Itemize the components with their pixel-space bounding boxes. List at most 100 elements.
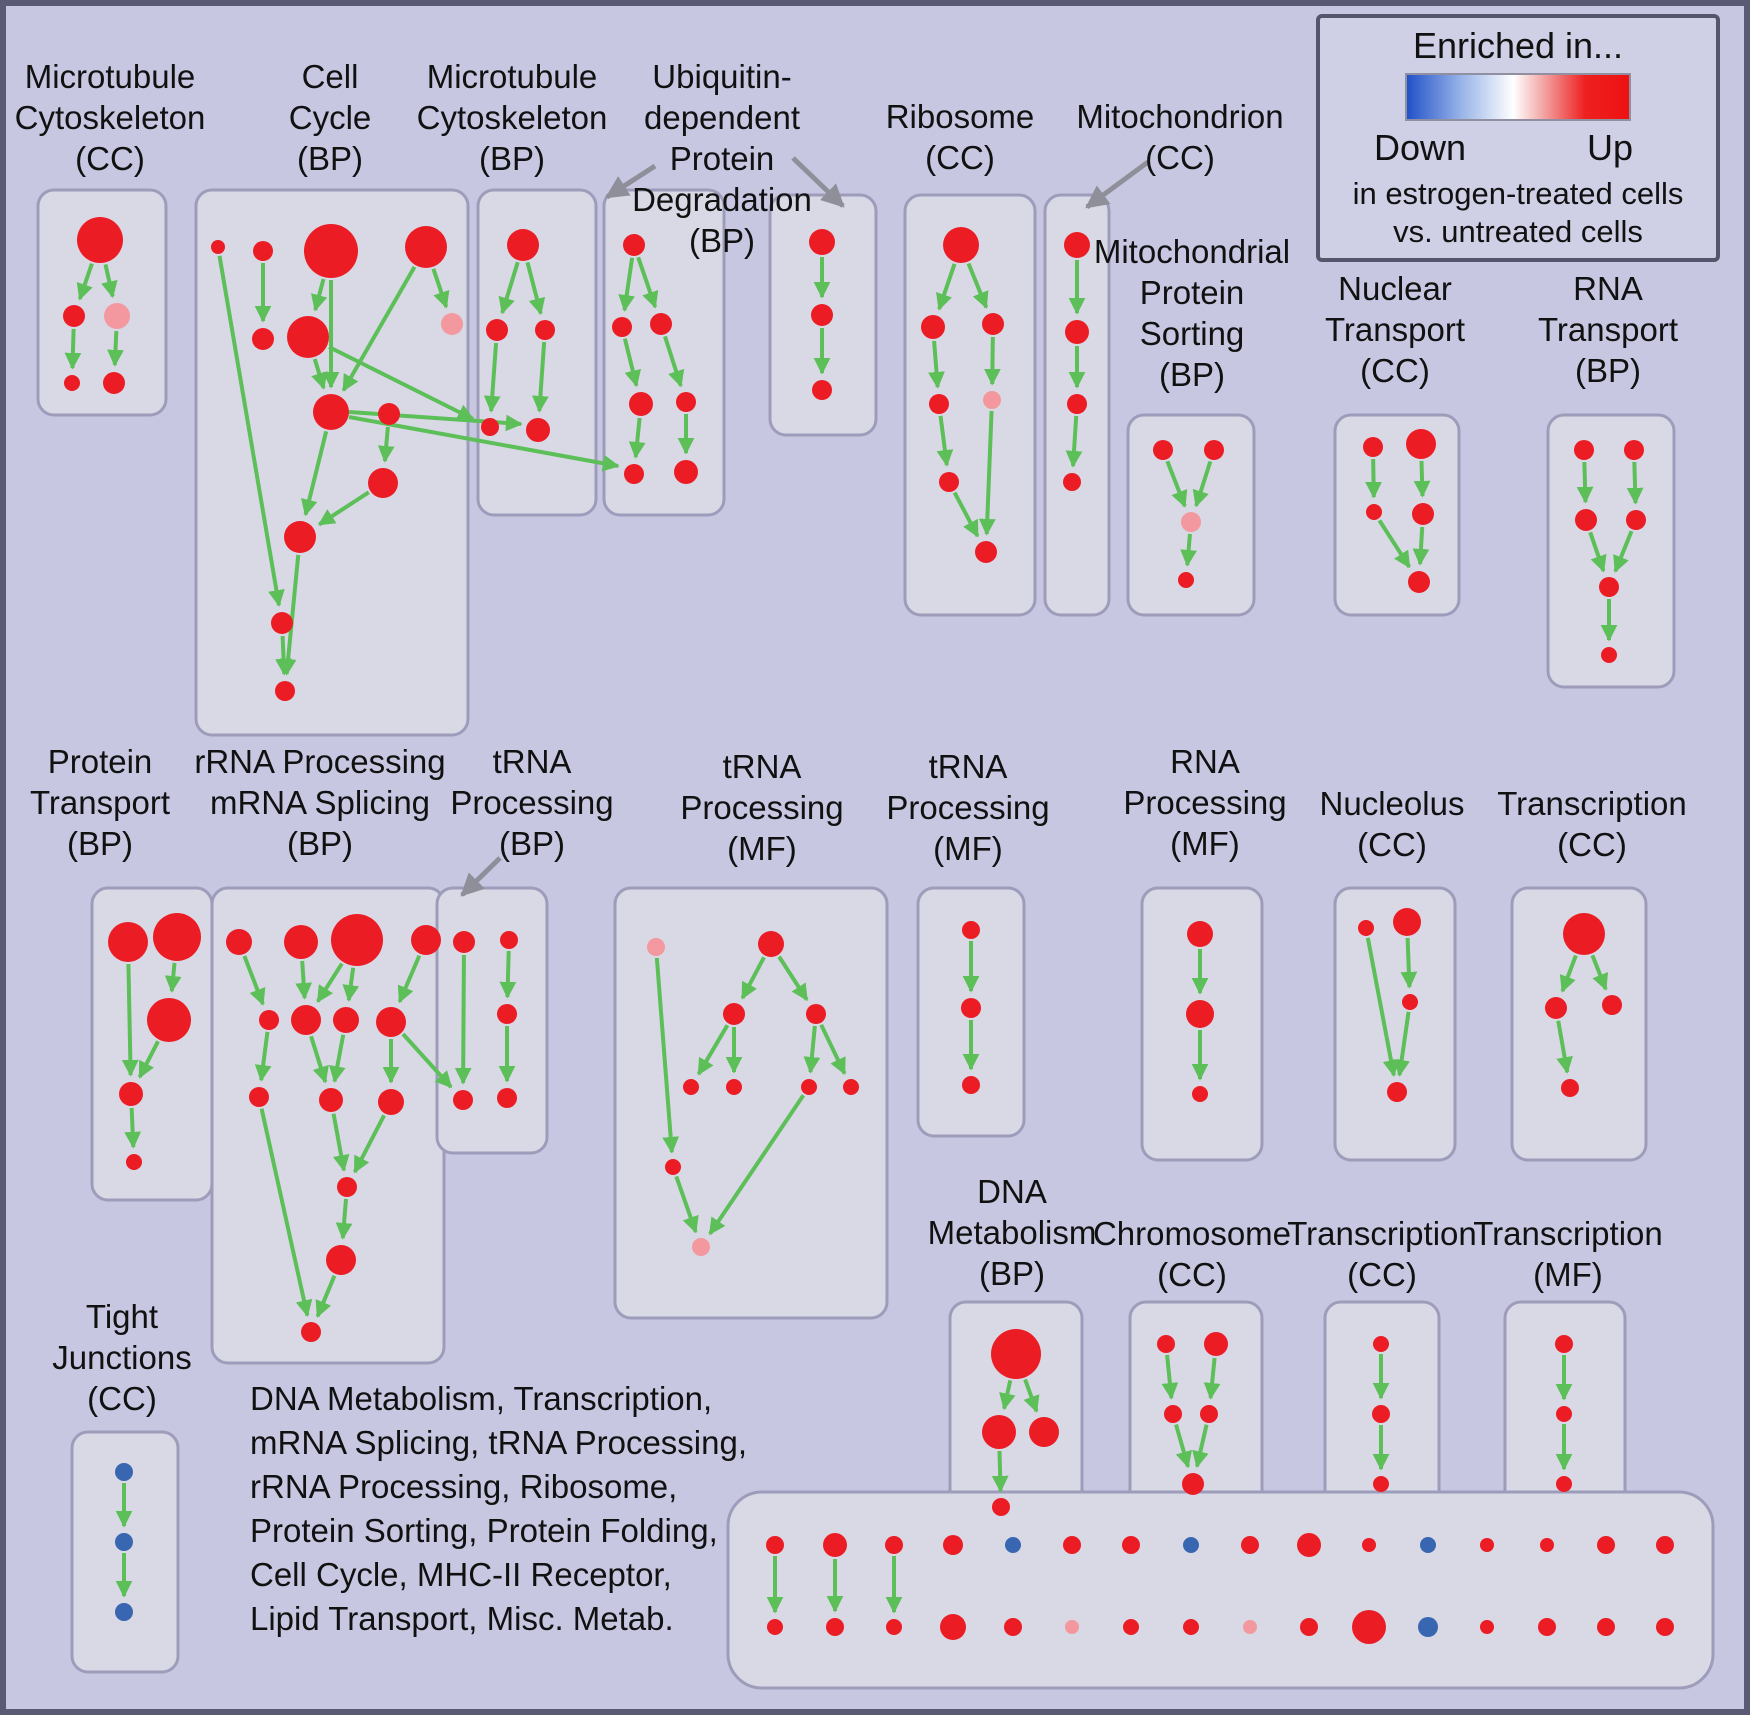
edge-mitochondrial-protein-sorting-bp — [1180, 533, 1197, 567]
node-nuclear-transport-cc — [1406, 429, 1436, 459]
edge-chromosome-cc — [1161, 1354, 1179, 1400]
node-mitochondrion-cc — [1064, 232, 1090, 258]
node-mixed-functions-strip — [940, 1614, 966, 1640]
node-microtubule-cytoskeleton-cc — [104, 303, 130, 329]
node-rna-transport-bp — [1574, 440, 1594, 460]
node-cell-cycle-bp — [378, 403, 400, 425]
node-ubiquitin-protein-degradation-bp — [624, 464, 644, 484]
node-cell-cycle-bp — [253, 241, 273, 261]
node-rrna-processing-mrna-splicing-bp — [291, 1005, 321, 1035]
edge-rrna-processing-mrna-splicing-bp — [309, 1035, 329, 1084]
node-ubiquitin-protein-degradation-bp — [612, 317, 632, 337]
node-mixed-functions-strip — [767, 1619, 783, 1635]
edge-rrna-processing-mrna-splicing-bp — [397, 954, 422, 1004]
node-ubiquitin-protein-degradation-bp — [629, 392, 653, 416]
edge-trna-processing-mf-1 — [708, 1094, 806, 1236]
node-trna-processing-bp — [453, 1090, 473, 1110]
node-mitochondrial-protein-sorting-bp — [1204, 440, 1224, 460]
node-rna-transport-bp — [1624, 440, 1644, 460]
edge-rrna-processing-mrna-splicing-bp — [353, 1114, 386, 1174]
node-trna-processing-bp — [497, 1088, 517, 1108]
edge-trna-processing-mf-1 — [803, 1025, 821, 1074]
node-mitochondrial-protein-sorting-bp — [1153, 440, 1173, 460]
node-microtubule-cytoskeleton-cc — [64, 375, 80, 391]
node-nuclear-transport-cc — [1408, 571, 1430, 593]
edge-mitochondrion-cc — [1065, 415, 1083, 468]
edge-ubiquitin-protein-degradation-bp — [663, 335, 685, 388]
edge-mitochondrial-protein-sorting-bp — [1165, 460, 1188, 508]
node-protein-transport-bp — [126, 1154, 142, 1170]
edge-rna-transport-bp — [1613, 530, 1634, 573]
node-cell-cycle-bp — [284, 521, 316, 553]
node-rrna-processing-mrna-splicing-bp — [226, 929, 252, 955]
edge-microtubule-cytoskeleton-bp — [532, 341, 549, 413]
edge-cell-cycle-bp — [431, 268, 450, 309]
edge-nucleolus-cc — [1393, 1011, 1411, 1077]
node-transcription-cc-2 — [1372, 1405, 1390, 1423]
node-trna-processing-mf-1 — [665, 1159, 681, 1175]
node-nucleolus-cc — [1387, 1082, 1407, 1102]
cluster-label-transcription-cc-1: Transcription(CC) — [1497, 785, 1687, 863]
edge-rrna-processing-mrna-splicing-bp — [295, 960, 313, 1000]
edge-dna-metabolism-bp — [999, 1379, 1016, 1411]
node-ribosome-cc — [943, 227, 979, 263]
node-microtubule-cytoskeleton-bp — [481, 418, 499, 436]
label-pointer-arrow — [460, 856, 502, 897]
edge-microtubule-cytoskeleton-bp — [525, 261, 546, 316]
node-mixed-functions-strip — [1362, 1538, 1376, 1552]
node-mitochondrial-protein-sorting-bp — [1181, 512, 1201, 532]
node-rrna-processing-mrna-splicing-bp — [411, 925, 441, 955]
node-rrna-processing-mrna-splicing-bp — [378, 1089, 404, 1115]
legend: Enriched in... Down Up in estrogen-treat… — [1316, 14, 1720, 262]
node-trna-processing-mf-2 — [962, 921, 980, 939]
node-rrna-processing-mrna-splicing-bp — [319, 1088, 343, 1112]
node-chromosome-cc — [1204, 1332, 1228, 1356]
edge-cell-cycle-bp — [275, 635, 292, 676]
edge-dna-metabolism-bp — [1023, 1378, 1040, 1413]
edge-ribosome-cc — [936, 263, 957, 311]
edge-trna-processing-mf-1 — [819, 1023, 847, 1075]
node-protein-transport-bp — [119, 1082, 143, 1106]
node-mixed-functions-strip — [943, 1535, 963, 1555]
cluster-label-mitochondrion-cc: Mitochondrion(CC) — [1076, 98, 1283, 176]
edge-rrna-processing-mrna-splicing-bp — [259, 1108, 313, 1318]
edge-cell-cycle-bp — [311, 358, 328, 390]
edge-cell-cycle-bp — [311, 278, 328, 312]
node-rrna-processing-mrna-splicing-bp — [331, 914, 383, 966]
cross-cluster-edge — [348, 415, 620, 472]
node-trna-processing-mf-1 — [801, 1079, 817, 1095]
node-rna-processing-mf — [1192, 1086, 1208, 1102]
edge-protein-transport-bp — [137, 1040, 160, 1079]
node-microtubule-cytoskeleton-bp — [486, 319, 508, 341]
cluster-box-tight-junctions-cc — [70, 1430, 180, 1674]
note-line-6: Lipid Transport, Misc. Metab. — [250, 1600, 674, 1637]
edge-rrna-processing-mrna-splicing-bp — [335, 1198, 353, 1240]
edge-ubiquitin-protein-degradation-bp — [636, 256, 659, 309]
note-line-2: mRNA Splicing, tRNA Processing, — [250, 1424, 747, 1461]
node-chromosome-cc — [1200, 1405, 1218, 1423]
node-microtubule-cytoskeleton-cc — [103, 372, 125, 394]
node-tight-junctions-cc — [115, 1603, 133, 1621]
edge-microtubule-cytoskeleton-bp — [498, 261, 520, 315]
edge-protein-transport-bp — [121, 963, 139, 1077]
node-mixed-functions-strip — [886, 1619, 902, 1635]
cluster-box-ubiquitin-protein-degradation-bp — [602, 188, 726, 517]
node-dna-metabolism-bp — [982, 1415, 1016, 1449]
edge-rna-transport-bp — [1626, 461, 1644, 505]
edge-ubiquitin-protein-degradation-bp — [618, 257, 635, 312]
node-trna-processing-mf-1 — [647, 938, 665, 956]
edge-microtubule-cytoskeleton-cc — [107, 330, 124, 367]
node-ubiquitin-protein-degradation-bp — [650, 313, 672, 335]
edge-trna-processing-mf-1 — [740, 956, 766, 1000]
edge-ubiquitin-protein-degradation-bp — [622, 338, 641, 388]
node-transcription-mf — [1556, 1406, 1572, 1422]
legend-title: Enriched in... — [1413, 25, 1623, 66]
node-mixed-functions-strip — [1241, 1536, 1259, 1554]
edge-nuclear-transport-cc — [1412, 526, 1430, 566]
edge-microtubule-cytoskeleton-cc — [101, 263, 118, 299]
